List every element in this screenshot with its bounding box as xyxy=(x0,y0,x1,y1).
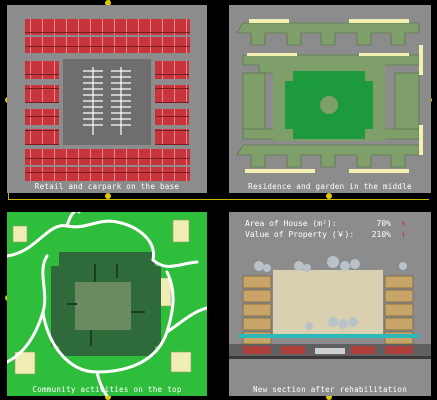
retail-block xyxy=(155,61,189,79)
property-value: 210% xyxy=(371,230,391,239)
left-tower xyxy=(242,275,272,345)
retail-block xyxy=(25,109,59,125)
up-arrow-icon: ↑ xyxy=(401,230,406,239)
residence-garden-diagram xyxy=(236,19,423,173)
area-label: Area of House (m²): xyxy=(245,219,337,228)
retail-block xyxy=(155,129,189,145)
community-activities-diagram xyxy=(7,212,207,396)
retail-block xyxy=(155,85,189,103)
retail-block xyxy=(25,85,59,103)
retail-block xyxy=(25,167,190,181)
water-line xyxy=(239,334,419,338)
connector-node xyxy=(326,193,332,199)
area-value: 70% xyxy=(376,219,391,228)
panel-caption: Residence and garden in the middle xyxy=(248,182,412,191)
retail-block xyxy=(25,149,190,165)
panel-new-section: Area of House (m²): 70% ↑ Value of Prope… xyxy=(229,212,431,396)
retail-block xyxy=(155,109,189,125)
up-arrow-icon: ↑ xyxy=(401,219,406,228)
right-tower xyxy=(384,275,414,345)
panel-residence-garden: Residence and garden in the middle xyxy=(229,5,431,193)
stats-block: Area of House (m²): 70% ↑ Value of Prope… xyxy=(245,218,406,240)
panel-caption: Retail and carpark on the base xyxy=(34,182,180,191)
central-square xyxy=(75,282,131,330)
carpark xyxy=(63,59,151,145)
retail-block xyxy=(25,129,59,145)
panel-retail-carpark: Retail and carpark on the base xyxy=(7,5,207,193)
connector-node xyxy=(105,193,111,199)
retail-block xyxy=(25,37,190,53)
connector-line-mid xyxy=(8,199,429,200)
retail-carpark-diagram xyxy=(25,19,190,181)
residence-roof-highlight xyxy=(245,19,423,173)
courtyard-section xyxy=(273,270,383,334)
rooftop-trees xyxy=(254,256,407,330)
parking-lines xyxy=(83,67,131,135)
connector-node xyxy=(105,0,111,6)
panel-caption: Community activities on the top xyxy=(32,385,182,394)
panel-caption: New section after rehabilitation xyxy=(252,385,408,394)
panel-community-activities: Community activities on the top xyxy=(7,212,207,396)
garden-pond xyxy=(320,96,338,114)
court-walls xyxy=(67,264,145,346)
basement-section xyxy=(229,344,431,359)
connector-node xyxy=(326,394,332,400)
walking-paths xyxy=(7,212,207,396)
retail-block xyxy=(25,19,190,35)
property-label: Value of Property (￥): xyxy=(245,230,355,239)
retail-block xyxy=(25,61,59,79)
connector-node xyxy=(105,394,111,400)
section-diagram xyxy=(229,256,431,359)
